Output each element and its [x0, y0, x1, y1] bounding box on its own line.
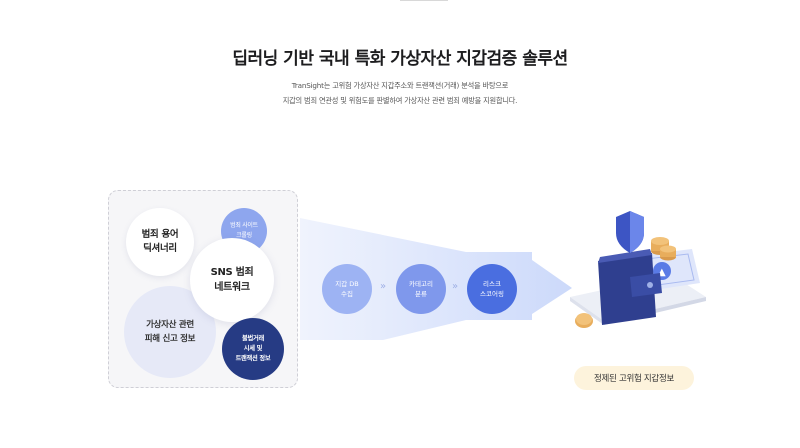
- shield-icon: [616, 211, 644, 253]
- svg-text:▲: ▲: [658, 267, 666, 278]
- coin-icon: [575, 313, 593, 328]
- coin-stack-icon: [651, 237, 676, 261]
- description-line-2: 지갑의 범죄 연관성 및 위험도를 판별하여 가상자산 관련 범죄 예방을 지원…: [282, 96, 518, 105]
- chevron-right-icon: »: [380, 281, 387, 292]
- wallet-illustration: ▲: [570, 211, 706, 328]
- top-divider: [400, 0, 448, 1]
- wallet-icon: [598, 249, 662, 325]
- chevron-right-icon: »: [452, 281, 459, 292]
- page-title: 딥러닝 기반 국내 특화 가상자산 지갑검증 솔루션: [232, 49, 568, 69]
- result-label: 정제된 고위험 지갑정보: [574, 366, 694, 390]
- description-line-1: TranSight는 고위험 가상자산 지갑주소와 트랜잭션(거래) 분석을 바…: [291, 81, 509, 90]
